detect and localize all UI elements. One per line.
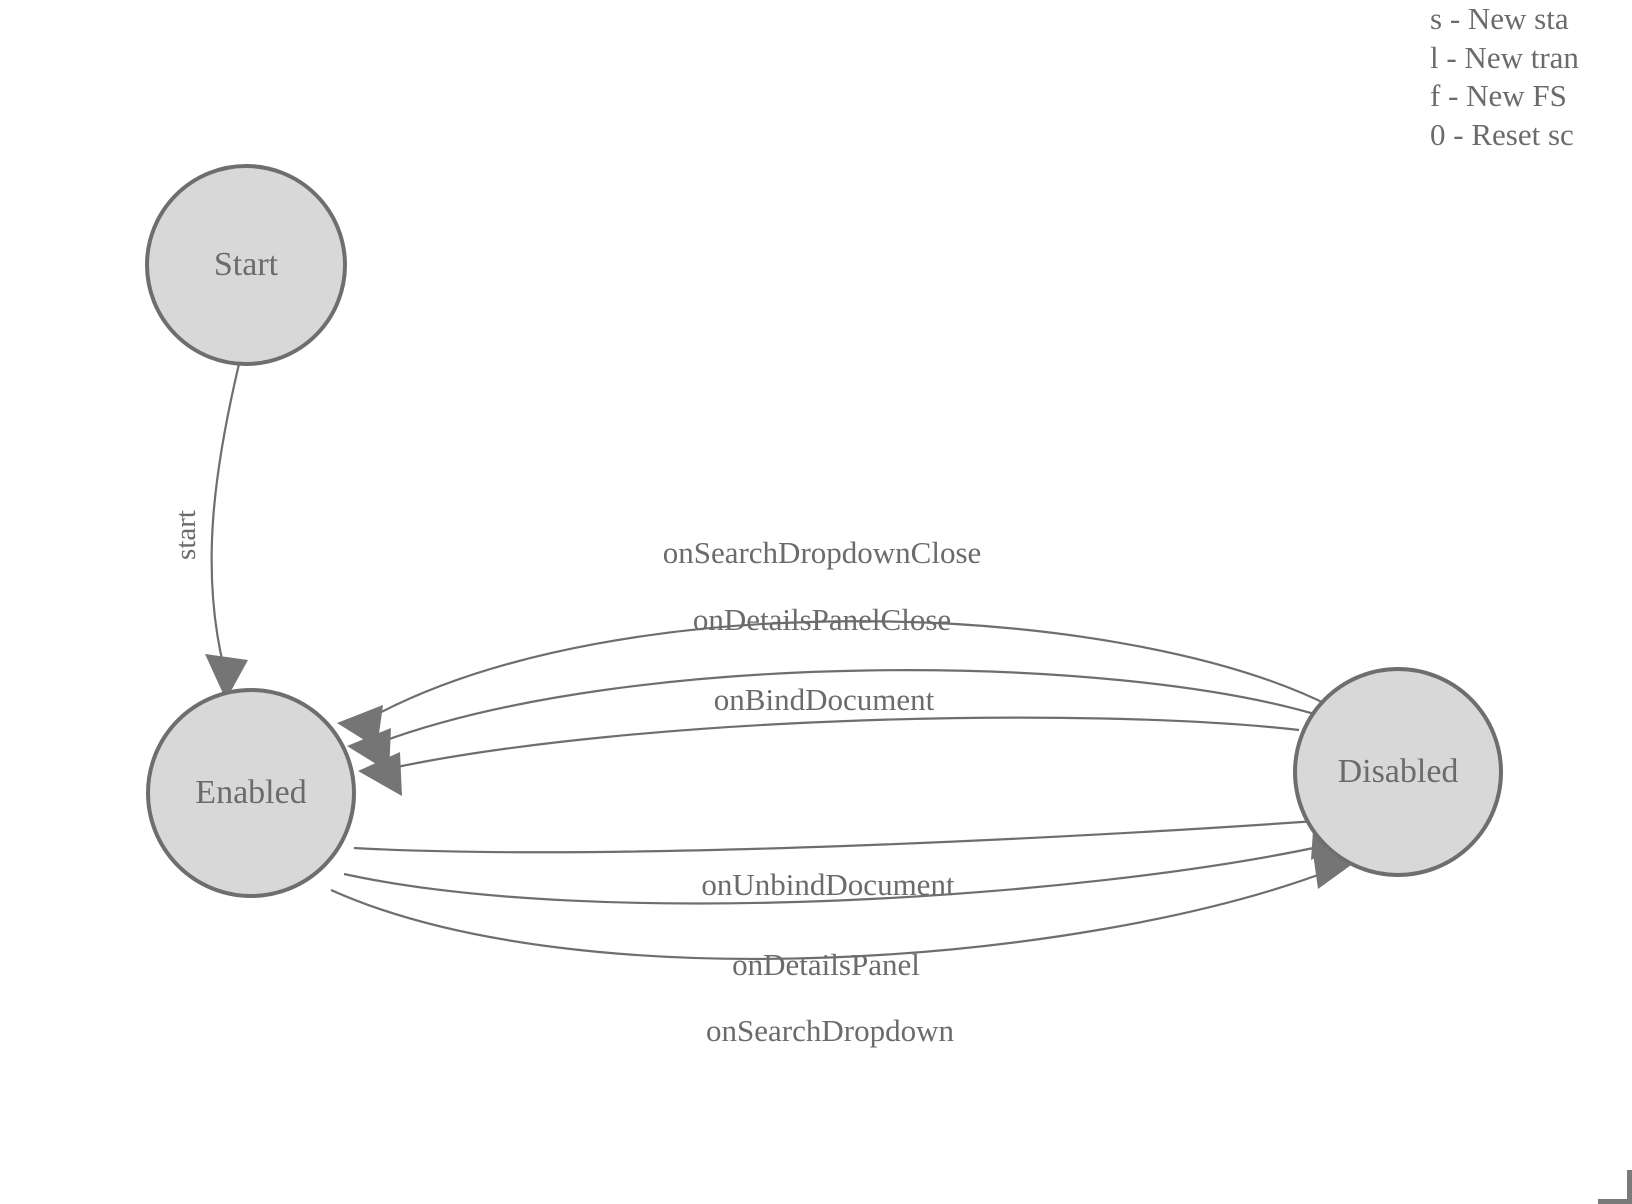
state-node-disabled-circle[interactable]	[1293, 667, 1503, 877]
resize-handle-corner[interactable]	[1598, 1170, 1632, 1204]
transition-ondetailspanelclose[interactable]: onDetailsPanelClose	[347, 602, 1322, 772]
transition-onsearchdropdownclose-path	[369, 620, 1331, 719]
transition-ondetailspanelclose-label: onDetailsPanelClose	[693, 602, 951, 637]
transition-ondetailspanel-label: onDetailsPanel	[732, 947, 920, 982]
transition-onbinddocument[interactable]: onBindDocument	[358, 682, 1300, 796]
state-node-start-label: Start	[214, 246, 279, 283]
transition-ondetailspanelclose-arrowhead	[347, 728, 391, 772]
transition-start-label: start	[170, 510, 202, 560]
resize-handle-vertical-bar	[1627, 1170, 1632, 1204]
transition-onsearchdropdownclose[interactable]: onSearchDropdownClose	[337, 535, 1331, 748]
transition-onbinddocument-arrowhead	[358, 752, 402, 796]
transition-ondetailspanelclose-path	[380, 669, 1322, 744]
transition-start-arrowhead	[205, 654, 248, 700]
transition-start-path	[210, 363, 241, 669]
state-node-start-circle[interactable]	[145, 164, 347, 366]
state-node-enabled[interactable]: Enabled	[146, 688, 356, 898]
transition-onunbinddocument[interactable]: onUnbindDocument	[353, 800, 1362, 902]
transition-onbinddocument-label: onBindDocument	[714, 682, 935, 717]
resize-handle-horizontal-bar	[1598, 1199, 1632, 1204]
state-node-disabled-label: Disabled	[1338, 753, 1459, 790]
transition-onbinddocument-path	[391, 716, 1300, 770]
transition-onsearchdropdown-label: onSearchDropdown	[706, 1013, 954, 1048]
transition-onunbinddocument-path	[353, 818, 1331, 854]
state-node-disabled[interactable]: Disabled	[1293, 667, 1503, 877]
state-node-enabled-circle[interactable]	[146, 688, 356, 898]
transition-onsearchdropdownclose-label: onSearchDropdownClose	[663, 535, 982, 570]
transition-start[interactable]: start	[170, 363, 248, 700]
state-node-enabled-label: Enabled	[195, 774, 306, 811]
state-node-start[interactable]: Start	[145, 164, 347, 366]
transition-onsearchdropdown-path	[330, 870, 1327, 960]
transition-ondetailspanel-path	[343, 844, 1324, 905]
